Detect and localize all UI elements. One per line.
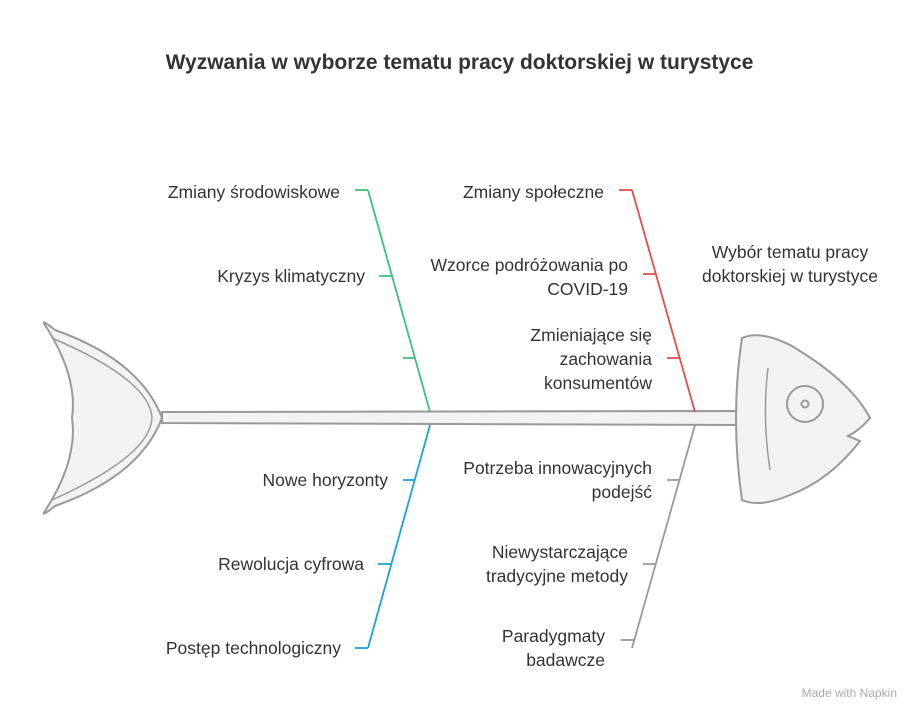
blue-branch <box>355 424 431 649</box>
fish-tail <box>42 321 164 515</box>
cause-label: Zmieniające się zachowania konsumentów <box>530 325 652 393</box>
cause-label: Paradygmaty badawcze <box>501 626 605 670</box>
cause-label: Potrzeba innowacyjnych podejść <box>463 458 652 502</box>
cause-label: Wzorce podróżowania po COVID-19 <box>430 255 628 299</box>
cause-label: Postęp technologiczny <box>165 638 341 658</box>
diagram-title: Wyzwania w wyborze tematu pracy doktorsk… <box>165 51 754 74</box>
watermark: Made with Napkin <box>801 686 897 700</box>
fish-pupil <box>800 399 810 409</box>
green-branch <box>355 189 431 413</box>
cause-label: Kryzys klimatyczny <box>217 266 365 286</box>
cause-label: Rewolucja cyfrowa <box>218 554 364 574</box>
fish-spine <box>161 409 741 427</box>
cause-label: Zmiany środowiskowe <box>167 182 340 202</box>
effect-label: Wybór tematu pracy doktorskiej w turysty… <box>701 242 879 286</box>
cause-label: Nowe horyzonty <box>262 470 388 490</box>
cause-label: Niewystarczające tradycyjne metody <box>485 542 628 586</box>
red-branch <box>619 189 696 413</box>
cause-label: Zmiany społeczne <box>462 182 604 202</box>
gray-branch <box>621 424 696 649</box>
